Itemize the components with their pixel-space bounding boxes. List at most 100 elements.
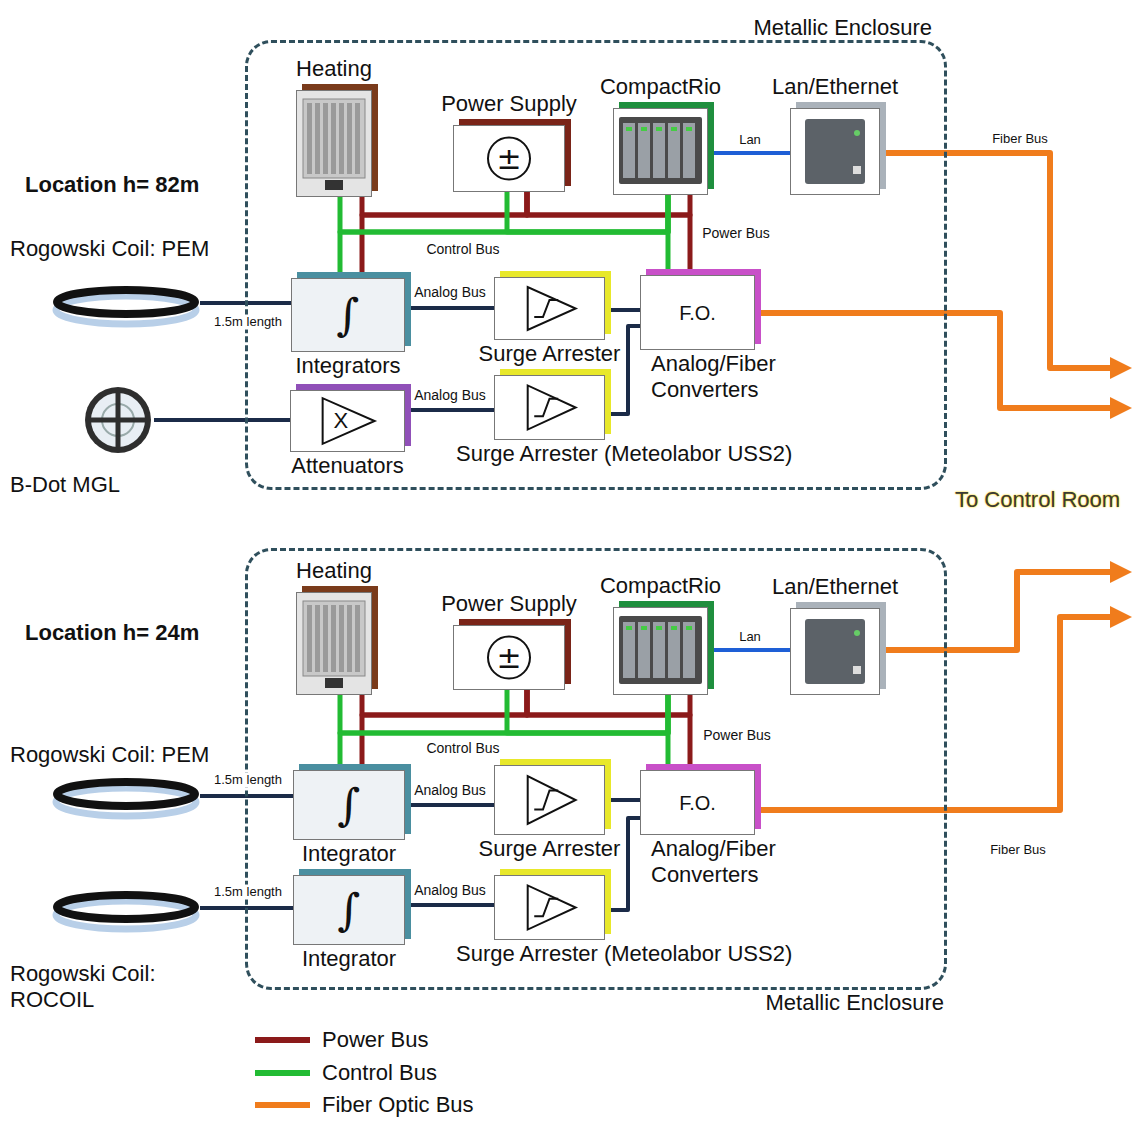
lan-symbol	[791, 609, 879, 694]
ethernet-converter-box: Lan/Ethernet	[790, 108, 880, 195]
legend-swatch	[255, 1037, 310, 1043]
fiber-line	[755, 617, 1114, 810]
bus-label: Analog Bus	[412, 284, 488, 300]
legend-text: Power Bus	[322, 1027, 428, 1052]
sensor-label: Rogowski Coil: ROCOIL	[10, 961, 185, 1014]
arrow-head	[1110, 606, 1132, 628]
heater-symbol	[297, 593, 371, 694]
enclosure-box: Metallic EnclosureHeatingPower Supply±Co…	[245, 40, 947, 490]
bus-label: 1.5m length	[212, 315, 284, 330]
integrator-box: ∫Integrator	[293, 770, 405, 840]
connector	[340, 195, 668, 278]
device-label: Analog/Fiber Converters	[651, 351, 821, 404]
device-label: Integrator	[302, 841, 396, 867]
coil-symbol	[52, 280, 200, 328]
bus-label: 1.5m length	[212, 773, 284, 788]
box-text: F.O.	[679, 301, 716, 325]
compactrio-box: CompactRio	[613, 607, 708, 695]
device-label: Surge Arrester	[479, 836, 621, 862]
bus-label: Control Bus	[424, 740, 501, 756]
ethernet-converter-box: Lan/Ethernet	[790, 608, 880, 695]
integral-symbol: ∫	[337, 293, 360, 337]
legend-item: Fiber Optic Bus	[255, 1090, 474, 1120]
rogowski-coil: Rogowski Coil: PEM	[52, 772, 200, 820]
connector	[405, 408, 494, 412]
connector	[666, 695, 671, 770]
bus-label: Analog Bus	[412, 387, 488, 403]
fiber-converter-box: F.O.Analog/Fiber Converters	[640, 275, 755, 350]
legend-text: Fiber Optic Bus	[322, 1092, 474, 1117]
connector	[362, 690, 527, 770]
surge-arrester-box: Surge Arrester	[494, 277, 605, 340]
arrow-head	[1110, 397, 1132, 419]
sensor-label: Rogowski Coil: PEM	[10, 236, 209, 262]
connector	[527, 690, 690, 770]
device-label: Attenuators	[291, 453, 404, 479]
enclosure-label: Metallic Enclosure	[765, 990, 944, 1016]
device-label: Power Supply	[441, 591, 577, 617]
connector	[154, 418, 290, 422]
location-label: Location h= 82m	[25, 172, 199, 198]
bus-label: Fiber Bus	[988, 842, 1048, 858]
connector	[605, 818, 640, 910]
box-text: F.O.	[679, 791, 716, 815]
connector	[708, 648, 790, 652]
rogowski-coil: Rogowski Coil: ROCOIL	[52, 885, 200, 933]
compactrio-box: CompactRio	[613, 108, 708, 195]
surge-arrester-box: Surge Arrester (Meteolabor USS2)	[494, 875, 605, 940]
lan-symbol	[791, 109, 879, 194]
heater-box: Heating	[296, 592, 372, 695]
power-supply-box: Power Supply±	[453, 625, 565, 690]
heater-symbol	[297, 91, 371, 196]
connector	[605, 798, 640, 802]
sensor-label: B-Dot MGL	[10, 472, 120, 498]
surge-arrester-box: Surge Arrester	[494, 765, 605, 835]
connector	[405, 803, 494, 807]
crio-symbol	[614, 109, 707, 194]
device-label: Lan/Ethernet	[772, 574, 898, 600]
plus-minus-symbol: ±	[496, 643, 521, 673]
bus-label: Lan	[737, 133, 763, 148]
fiber-line	[880, 572, 1114, 650]
connector	[605, 326, 640, 414]
legend-text: Control Bus	[322, 1060, 437, 1085]
device-label: Lan/Ethernet	[772, 74, 898, 100]
connector	[340, 695, 668, 733]
fiber-line	[755, 313, 1114, 408]
device-label: Analog/Fiber Converters	[651, 836, 821, 889]
connector	[362, 192, 527, 278]
bus-label: 1.5m length	[212, 885, 284, 900]
bus-label: Control Bus	[424, 241, 501, 257]
surge-symbol	[495, 876, 604, 939]
rogowski-coil: Rogowski Coil: PEM	[52, 280, 200, 328]
device-label: CompactRio	[600, 74, 721, 100]
bus-label: Power Bus	[700, 225, 772, 241]
device-label: CompactRio	[600, 573, 721, 599]
legend-swatch	[255, 1102, 310, 1108]
bdot-symbol	[82, 384, 154, 456]
bus-label: Fiber Bus	[990, 131, 1050, 147]
bus-label: Lan	[737, 630, 763, 645]
device-label: Integrator	[302, 946, 396, 972]
device-label: Surge Arrester	[479, 341, 621, 367]
connector	[340, 195, 668, 232]
crio-symbol	[614, 608, 707, 694]
arrow-head	[1110, 561, 1132, 583]
connector	[362, 690, 527, 715]
integral-symbol: ∫	[338, 888, 361, 932]
device-label: Integrators	[295, 353, 400, 379]
connector	[405, 903, 494, 907]
integrator-box: ∫Integrator	[293, 875, 405, 945]
attenuator-box: XAttenuators	[290, 390, 405, 452]
legend-item: Control Bus	[255, 1058, 437, 1088]
device-label: Heating	[296, 56, 372, 82]
bus-label: Analog Bus	[412, 782, 488, 798]
connector	[708, 151, 790, 155]
coil-symbol	[52, 772, 200, 820]
heater-box: Heating	[296, 90, 372, 197]
legend-swatch	[255, 1070, 310, 1076]
surge-symbol	[495, 766, 604, 834]
connector	[666, 195, 671, 275]
